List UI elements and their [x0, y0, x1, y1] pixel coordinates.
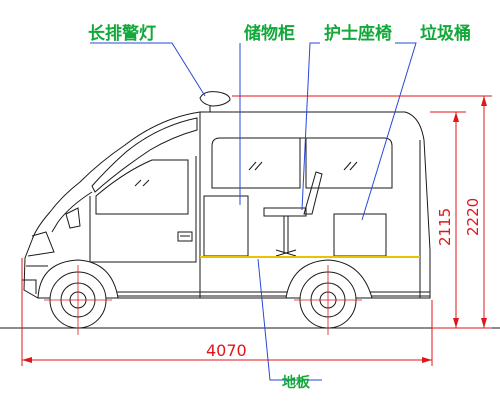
warning-light-shape: [199, 91, 231, 112]
floor-label: 地板: [282, 374, 311, 391]
storage-cabinet-label: 储物柜: [244, 23, 295, 44]
nurse-seat-label: 护士座椅: [324, 23, 392, 44]
rear-wheel: [294, 265, 362, 335]
trash-bin-leader: [361, 42, 417, 221]
interior-height-dimension: [430, 111, 466, 328]
vehicle-body: [22, 111, 431, 299]
overall-length-dimension: [21, 258, 433, 366]
nurse-seat-shape: [263, 171, 323, 257]
rear-side-window: [211, 137, 393, 189]
warning-light-label: 长排警灯: [88, 23, 156, 44]
trash-bin-label: 垃圾桶: [420, 23, 471, 44]
interior-height-value: 2115: [436, 208, 454, 246]
front-wheel: [44, 265, 112, 335]
floor-leader: [257, 258, 322, 381]
overall-height-dimension: [232, 95, 492, 329]
overall-height-value: 2220: [464, 198, 482, 236]
warning-light-leader: [90, 42, 206, 97]
overall-length-value: 4070: [206, 341, 247, 360]
nurse-seat-leader: [301, 42, 320, 211]
